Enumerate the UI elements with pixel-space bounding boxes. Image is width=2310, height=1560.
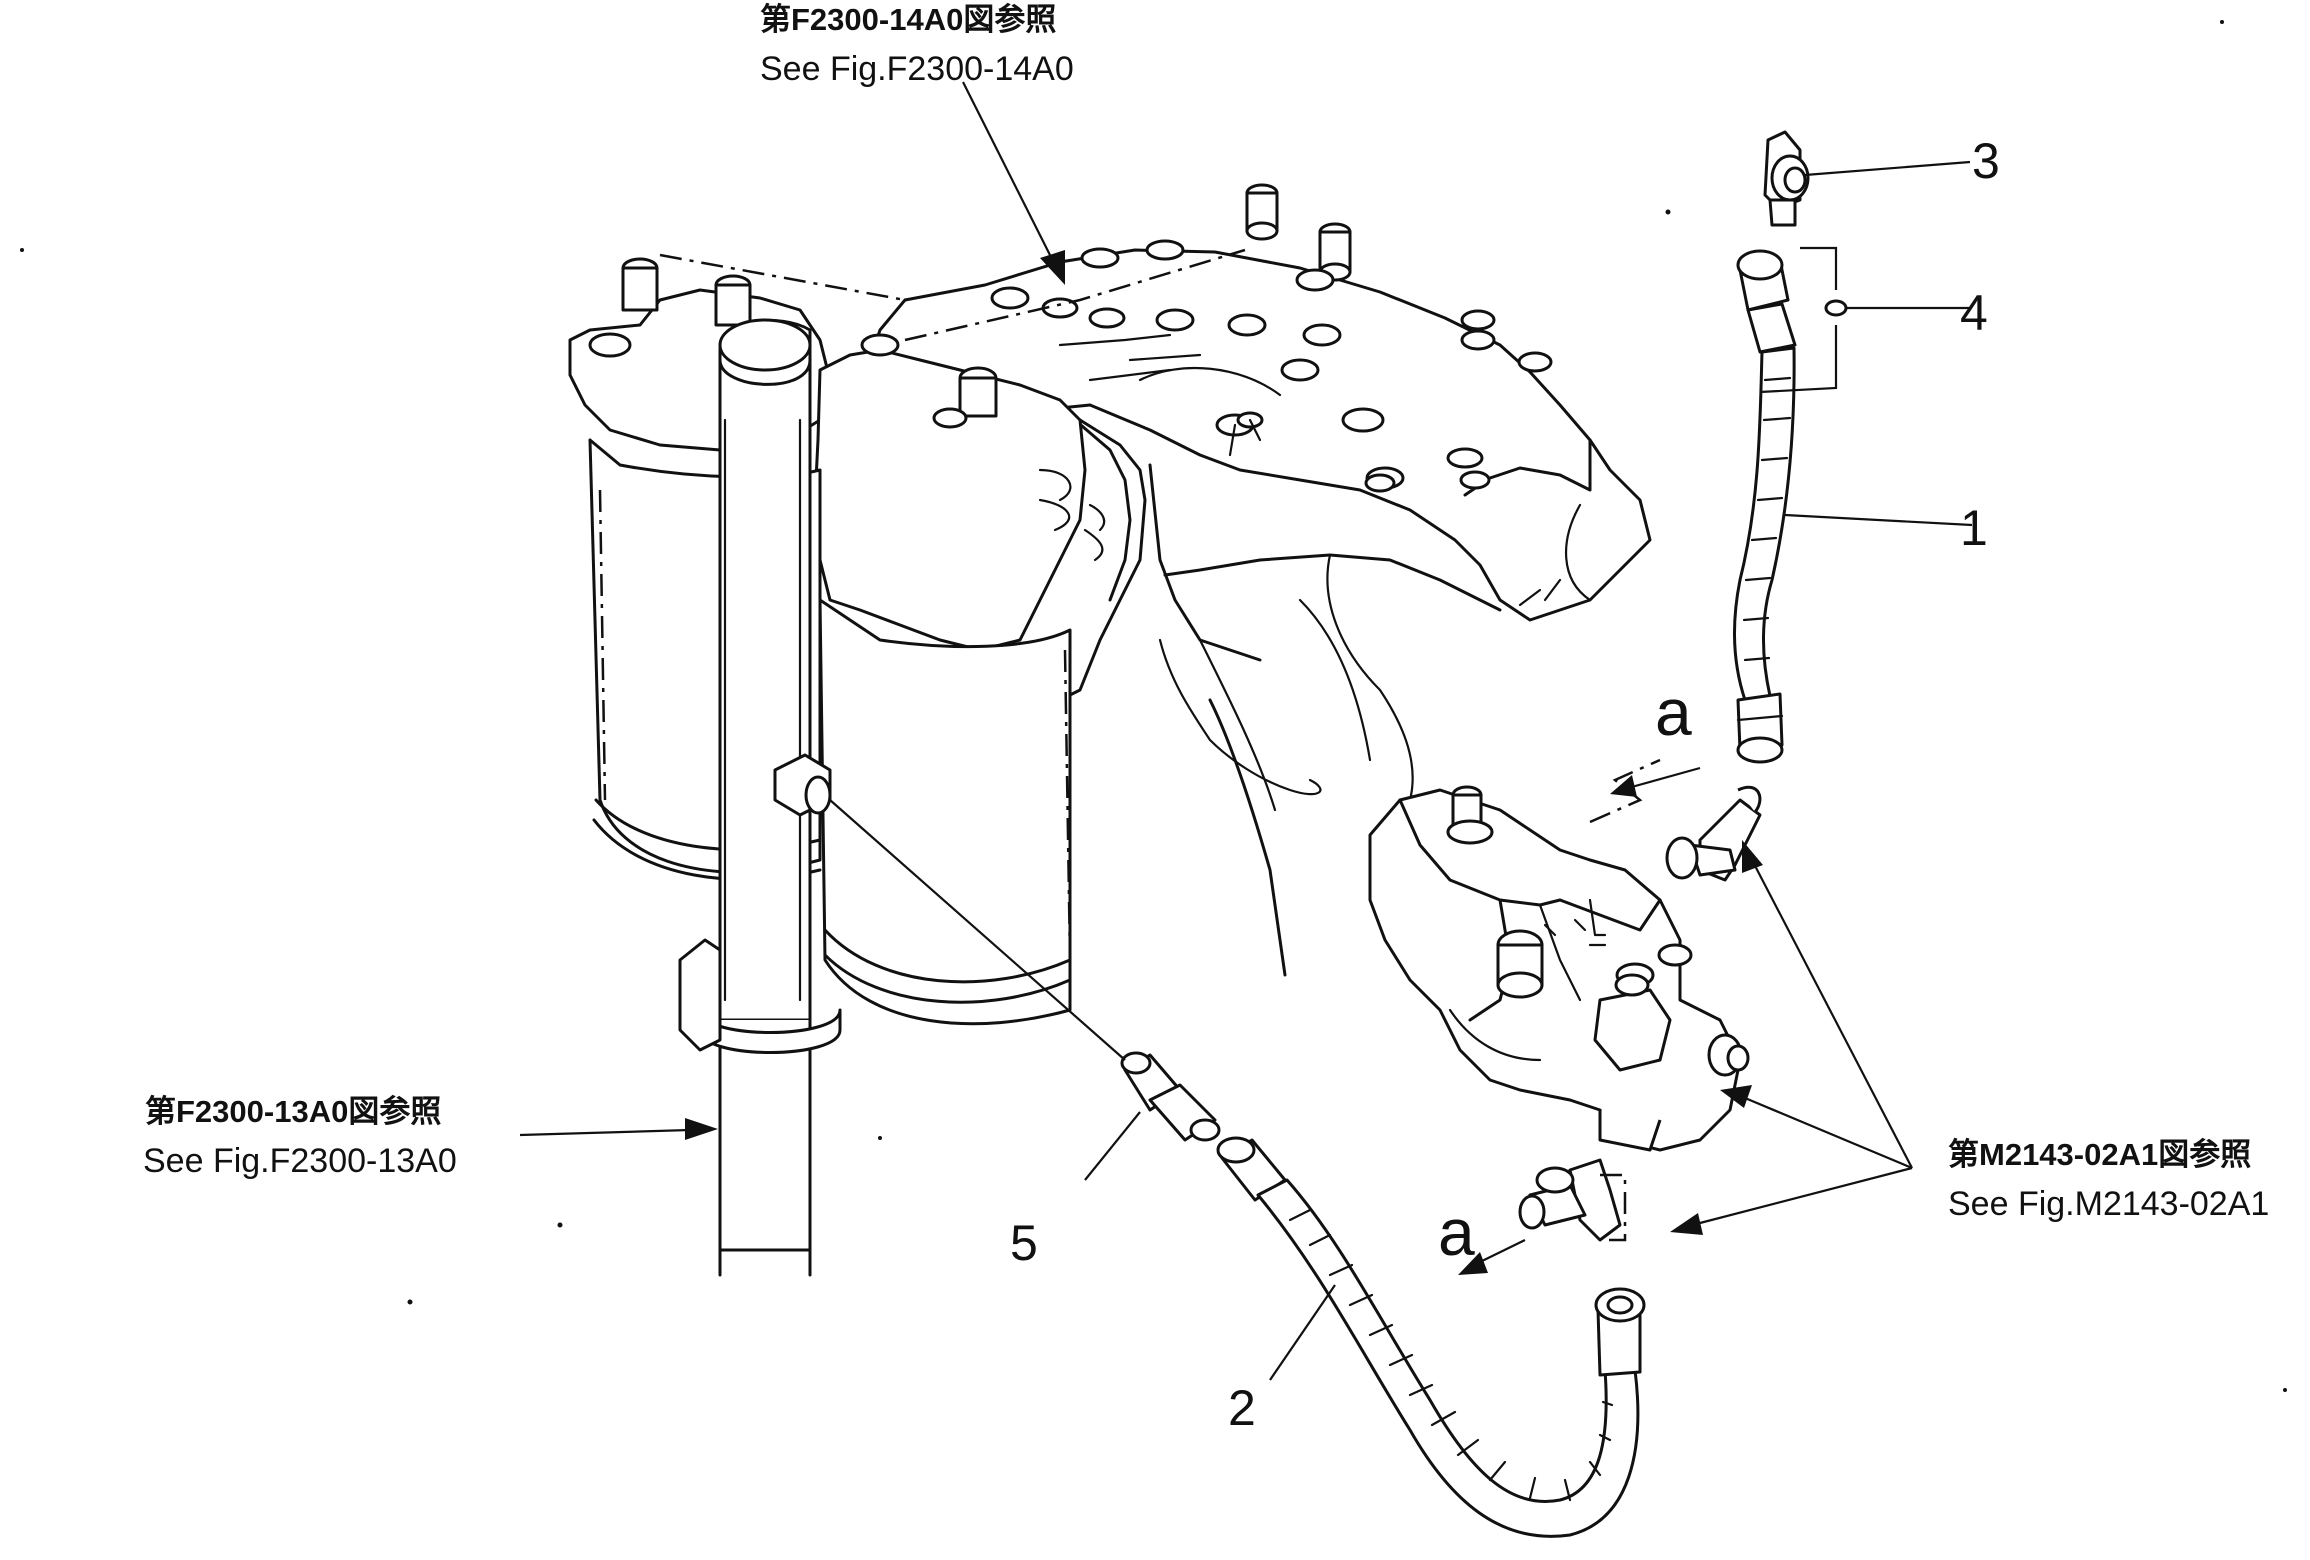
leaders <box>519 81 1973 1381</box>
fitting-5 <box>829 799 1221 1142</box>
elbow-fitting-lower <box>1518 1158 1627 1242</box>
scan-specks <box>20 20 2287 1392</box>
reference-right-jp: 第M2143-02A1図参照 <box>1948 1137 2251 1172</box>
reference-left-en: See Fig.F2300-13A0 <box>143 1142 457 1180</box>
reference-top: 第F2300-14A0図参照 See Fig.F2300-14A0 <box>760 2 1074 88</box>
engine-manifold <box>868 183 1652 977</box>
reference-left: 第F2300-13A0図参照 See Fig.F2300-13A0 <box>143 1094 457 1180</box>
connection-mark-a-upper: a <box>1655 675 1692 749</box>
reference-left-jp: 第F2300-13A0図参照 <box>145 1094 441 1129</box>
manifold-bolt-bosses <box>990 183 1553 493</box>
connection-mark-a-lower: a <box>1438 1195 1475 1269</box>
elbow-fitting-3 <box>1763 130 1810 227</box>
hose-1 <box>1733 249 1797 764</box>
reference-right-en: See Fig.M2143-02A1 <box>1948 1185 2269 1223</box>
part-number-4: 4 <box>1960 285 1988 341</box>
control-valve <box>1368 758 1762 1152</box>
hose-2 <box>1216 1136 1646 1538</box>
part-number-2: 2 <box>1228 1380 1256 1436</box>
filter-assembly <box>568 248 1246 1277</box>
reference-top-en: See Fig.F2300-14A0 <box>760 50 1074 88</box>
part-number-3: 3 <box>1972 133 2000 189</box>
part-number-5: 5 <box>1010 1215 1038 1271</box>
reference-right: 第M2143-02A1図参照 See Fig.M2143-02A1 <box>1948 1137 2269 1223</box>
part-number-1: 1 <box>1960 500 1988 556</box>
reference-top-jp: 第F2300-14A0図参照 <box>760 2 1056 37</box>
